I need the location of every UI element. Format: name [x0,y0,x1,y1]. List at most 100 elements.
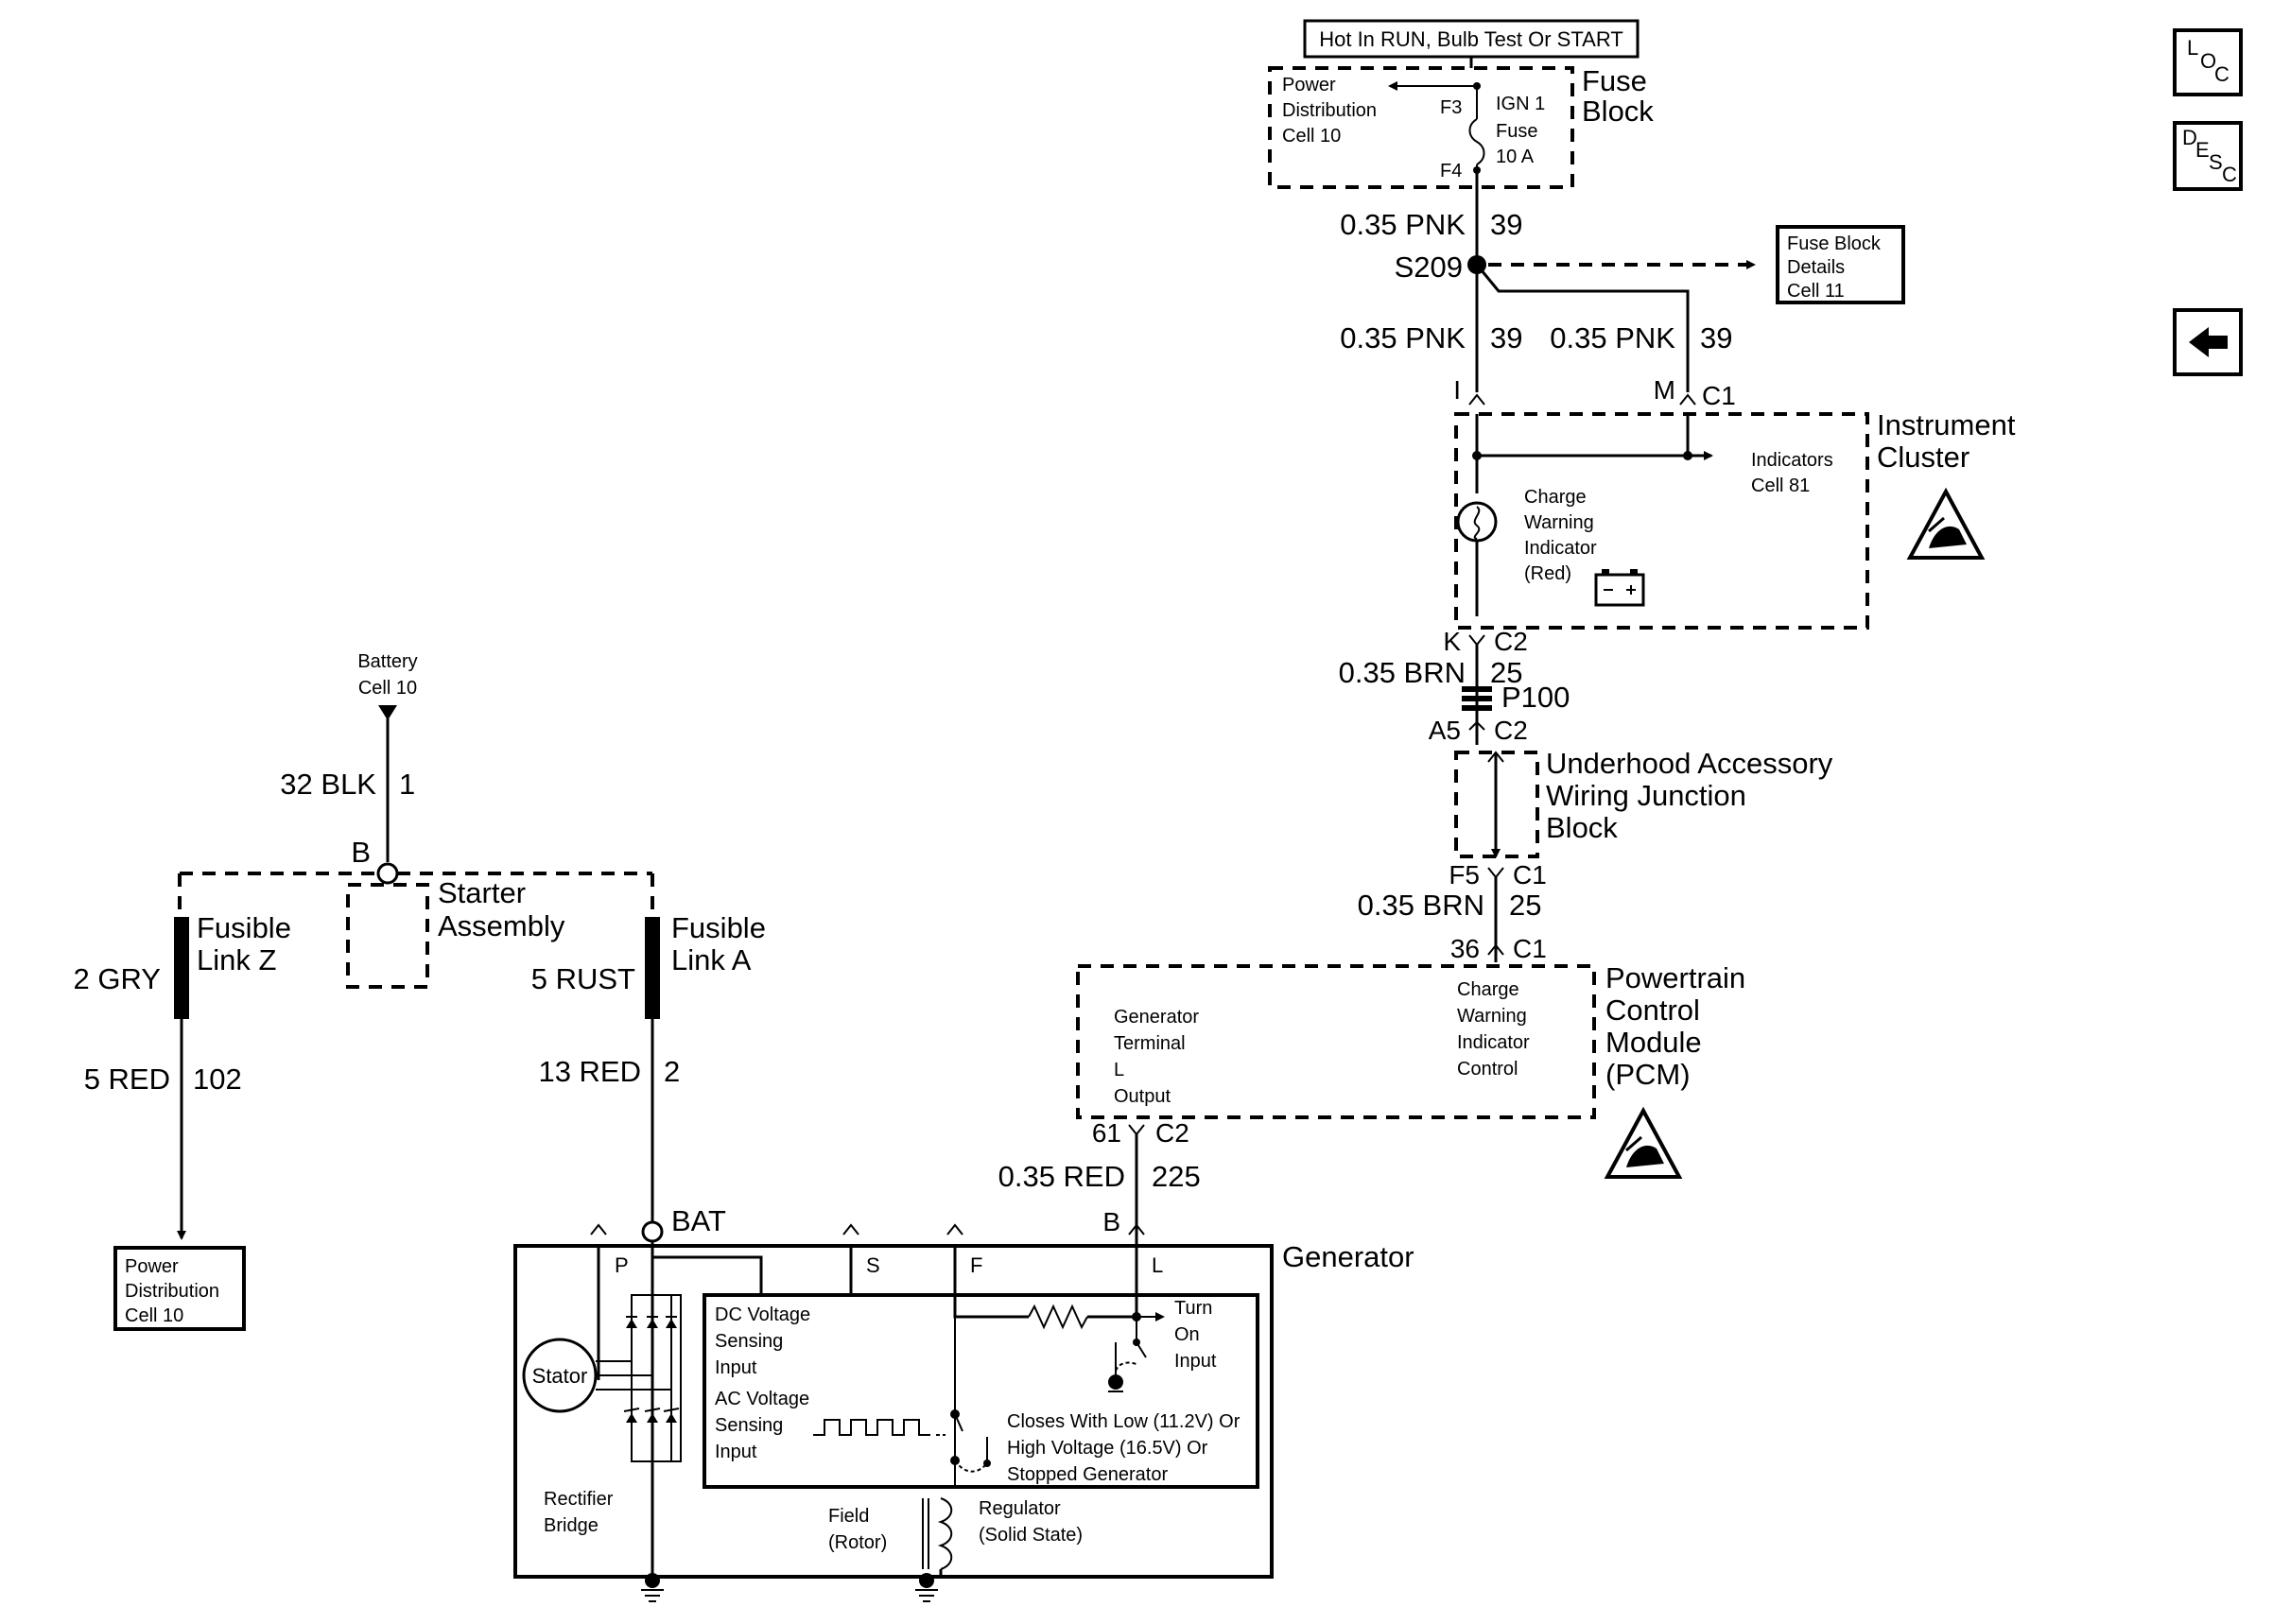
pcm-connector-c2: C2 [1155,1118,1189,1148]
wire-circuit-25-2: 25 [1509,889,1541,922]
underhood-title-3: Block [1546,811,1618,844]
fuse-ign1-label: IGN 1 [1496,94,1545,114]
ground-icon-rotor [915,1573,938,1602]
pcm-terminal-label: Terminal [1114,1033,1186,1054]
turn-on-label-3: Input [1174,1351,1217,1372]
wire-label-pnk-3: 0.35 PNK [1550,321,1675,354]
desc-letter-e: E [2195,138,2210,162]
power-dist-line-3: Cell 10 [125,1305,183,1326]
loc-letter-c: C [2214,62,2230,86]
fuse-details-line-3: Cell 11 [1787,281,1845,302]
dc-sensing-label-3: Input [715,1357,757,1378]
cluster-charge-label: Charge [1524,487,1587,508]
fusible-link-z [174,917,189,1019]
terminal-s: S [866,1253,880,1277]
wire-label-rust: 5 RUST [531,962,635,995]
wire-label-red-1: 0.35 RED [998,1160,1125,1193]
pcm-warning-label: Warning [1457,1006,1527,1027]
fuse-block-distribution-label: Distribution [1282,100,1377,121]
pcm-title-1: Powertrain [1605,961,1745,994]
desc-letter-c: C [2222,163,2237,186]
instrument-cluster: Indicators Cell 81 Charge Warning Indica… [1454,412,1869,630]
underhood-connector-c1: C1 [1513,860,1547,890]
wire-circuit-39-1: 39 [1490,208,1522,241]
ac-sensing-label-2: Sensing [715,1415,783,1436]
wire-label-red13: 13 RED [538,1055,641,1088]
fuse-block: Power Distribution Cell 10 F3 F4 IGN 1 F… [1268,66,1574,189]
ground-dot-icon [1108,1374,1123,1390]
cluster-title-2: Cluster [1877,441,1969,474]
pcm-title-4: (PCM) [1605,1058,1691,1091]
terminal-p: P [615,1253,629,1277]
wire-label-pnk-2: 0.35 PNK [1340,321,1466,354]
fusible-z-label-2: Link Z [197,943,276,976]
underhood-title-2: Wiring Junction [1546,779,1746,812]
generator-pin-b: B [1102,1207,1120,1236]
fuse-icon [1468,118,1485,165]
power-distribution-box[interactable]: Power Distribution Cell 10 [113,1246,246,1331]
stator-label: Stator [532,1364,588,1388]
loc-button[interactable]: L O C [2173,28,2243,96]
cluster-indicators-label: Indicators [1751,450,1833,471]
starter-terminal-b [376,862,399,885]
underhood-pin-f5: F5 [1449,860,1480,890]
wire-circuit-1: 1 [399,768,415,801]
esd-warning-icon-pcm [1604,1106,1683,1179]
terminal-f: F [970,1253,982,1277]
battery-cell-label: Cell 10 [358,678,417,699]
wire-circuit-2: 2 [664,1055,680,1088]
starter-assembly-box [346,883,429,989]
pcm-indicator-label: Indicator [1457,1032,1530,1053]
p100-connector-icon [1462,686,1492,711]
splice-s209-label: S209 [1395,251,1463,284]
title-text: Hot In RUN, Bulb Test Or START [1319,27,1623,51]
wire-circuit-225: 225 [1152,1160,1201,1193]
pcm-charge-label: Charge [1457,979,1519,1000]
wire-label-blk: 32 BLK [280,768,376,801]
back-button[interactable] [2173,308,2243,376]
desc-letter-d: D [2182,126,2197,149]
cluster-indicators-cell-label: Cell 81 [1751,475,1810,496]
pcm-generator-label: Generator [1114,1007,1199,1028]
cluster-indicator-label: Indicator [1524,538,1597,559]
wire-circuit-39-2: 39 [1490,321,1522,354]
fuse-rating-label: 10 A [1496,147,1535,167]
fuse-details-line-1: Fuse Block [1787,233,1882,254]
battery-label: Battery [357,651,417,672]
cluster-pin-k: K [1443,627,1461,656]
pcm-title-3: Module [1605,1026,1702,1059]
cluster-pin-m: M [1654,375,1675,405]
desc-letter-s: S [2209,150,2223,174]
wire-label-brn-2: 0.35 BRN [1358,889,1484,922]
fuse-block-details-box[interactable]: Fuse Block Details Cell 11 [1776,225,1905,304]
underhood-connector-c2: C2 [1494,716,1528,745]
closes-label-2: High Voltage (16.5V) Or [1007,1438,1208,1459]
dc-sensing-label-1: DC Voltage [715,1304,810,1325]
field-rotor-icon [922,1497,953,1570]
square-wave-icon [813,1419,930,1436]
starter-pin-b: B [351,836,371,869]
underhood-junction-block [1454,751,1539,858]
fuse-f3-label: F3 [1440,97,1462,118]
cluster-connector-c2: C2 [1494,627,1528,656]
bridge-label: Bridge [544,1515,599,1536]
p100-label: P100 [1501,681,1570,714]
cluster-warning-label: Warning [1524,512,1594,533]
rectifier-label: Rectifier [544,1489,614,1510]
desc-button[interactable]: D E S C [2173,121,2243,191]
wire-label-pnk-1: 0.35 PNK [1340,208,1466,241]
cluster-title-1: Instrument [1877,408,2016,441]
back-arrow-icon [2189,327,2228,357]
fusible-z-label-1: Fusible [197,911,291,944]
fuse-block-cell-label: Cell 10 [1282,126,1341,147]
generator-bat-label: BAT [671,1204,726,1237]
wire-label-brn-1: 0.35 BRN [1339,656,1466,689]
turn-on-label-2: On [1174,1324,1200,1345]
underhood-pin-a5: A5 [1429,716,1461,745]
fusible-a-label-2: Link A [671,943,752,976]
generator-housing [513,1244,1274,1579]
fuse-details-line-2: Details [1787,257,1845,278]
pcm-module: Generator Terminal L Output Charge Warni… [1076,964,1596,1119]
loc-letter-o: O [2200,49,2216,73]
